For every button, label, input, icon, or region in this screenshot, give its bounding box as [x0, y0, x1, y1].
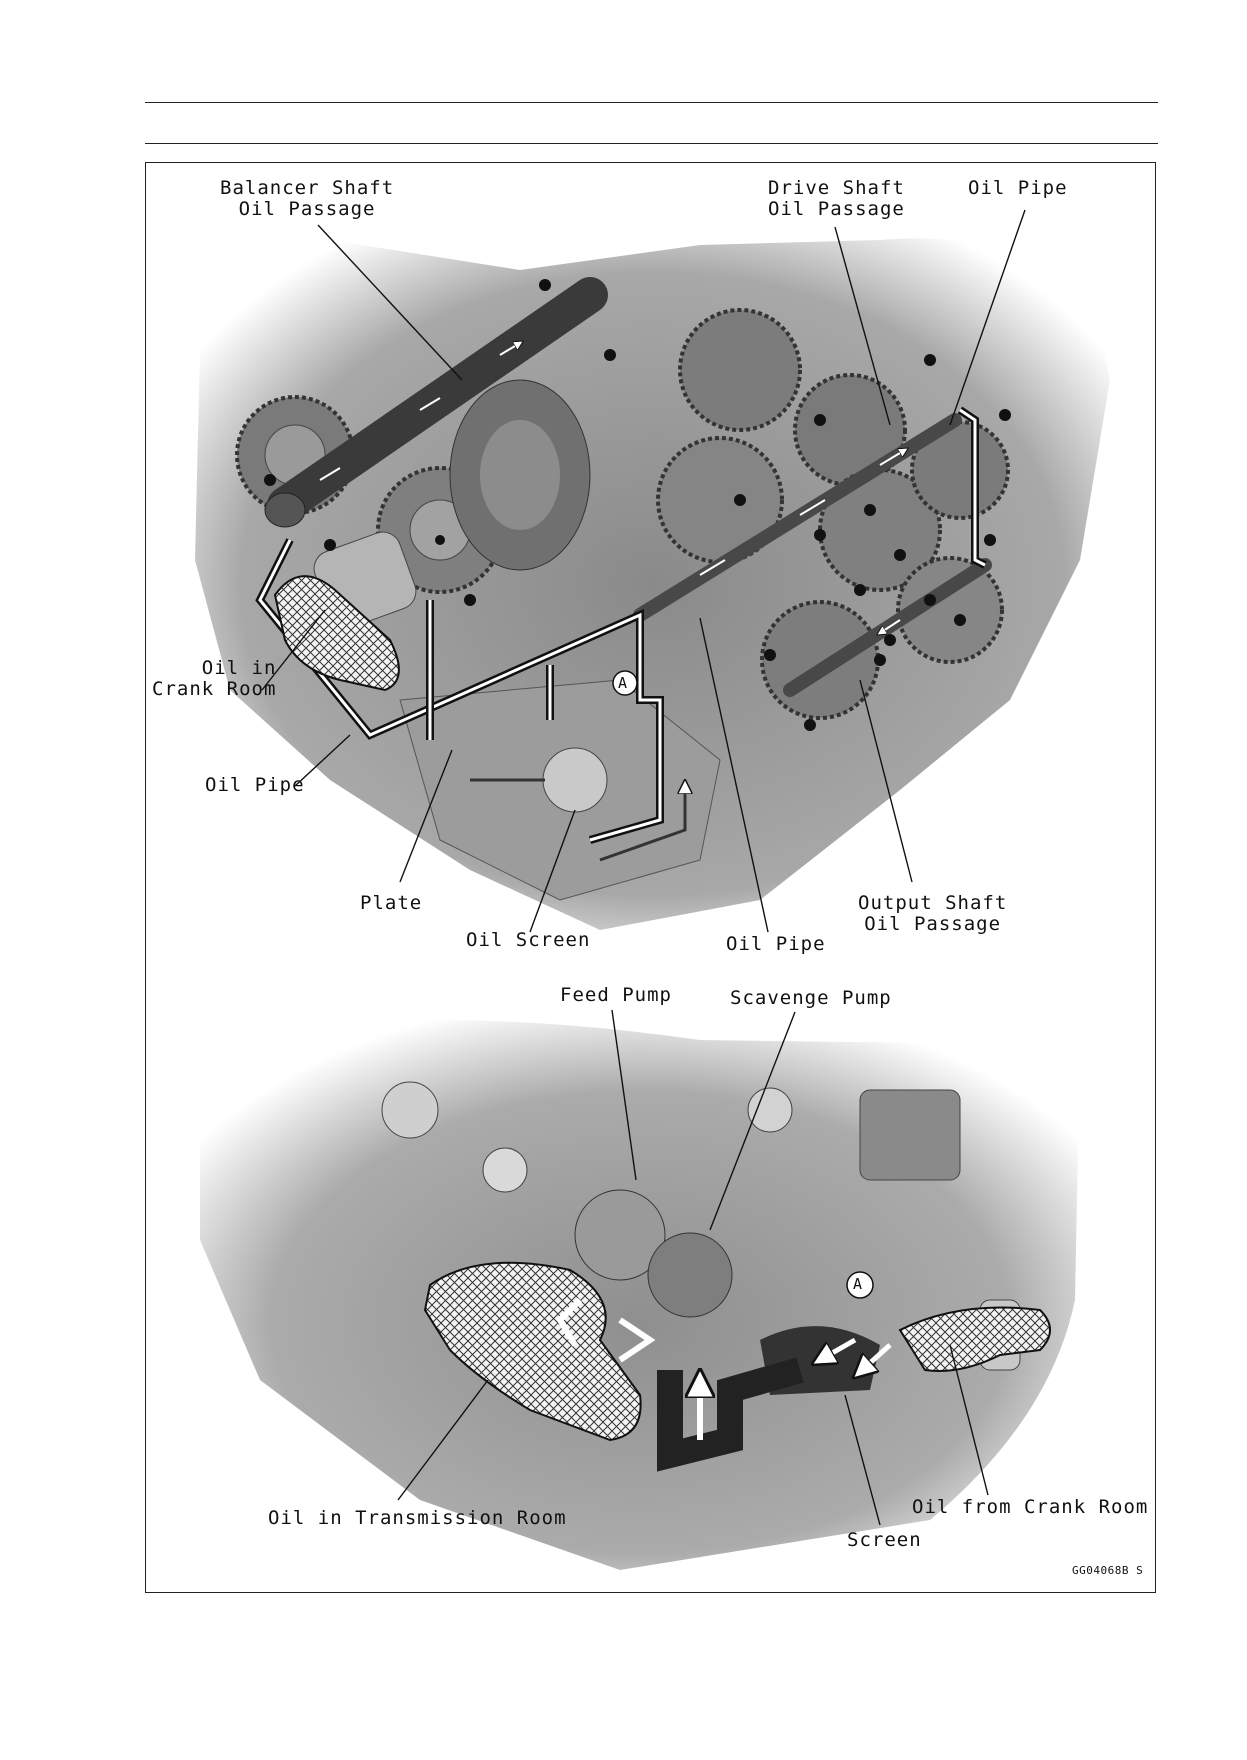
oil-droplets [264, 279, 1011, 731]
label-drive-line2: Oil Passage [768, 198, 905, 220]
figure-code: GG04068B S [1072, 1564, 1144, 1577]
header-rule-bottom [145, 143, 1158, 144]
label-plate: Plate [360, 892, 423, 914]
drive-shaft-passage [633, 413, 962, 622]
leader-lines-bottom [397, 1009, 989, 1526]
label-output-line2: Oil Passage [864, 913, 1002, 935]
label-oil-from-crank-room: Oil from Crank Room [912, 1496, 1149, 1518]
label-oil-pipe-top: Oil Pipe [968, 177, 1068, 199]
crank-room-oil [273, 575, 400, 692]
crank-room-oil-bottom [898, 1306, 1051, 1372]
output-shaft-passage [783, 558, 992, 697]
feed-pump-flow [556, 1297, 804, 1472]
marker-a-bottom: A [853, 1275, 863, 1293]
label-output-line1: Output Shaft [858, 892, 1008, 914]
label-oil-screen: Oil Screen [466, 929, 591, 951]
marker-a-top: A [618, 674, 628, 692]
balancer-shaft-passage [264, 277, 608, 528]
label-oil-pipe-bottom: Oil Pipe [726, 933, 826, 955]
leader-lines-top [261, 209, 1026, 933]
label-oil-pipe-left: Oil Pipe [205, 774, 305, 796]
label-drive-shaft-oil-passage: Drive Shaft Oil Passage [768, 178, 905, 220]
label-drive-line1: Drive Shaft [768, 177, 905, 199]
label-crank-line2: Crank Room [152, 678, 277, 700]
transmission-room-oil [423, 1261, 642, 1442]
label-oil-in-crank-room: Oil in Crank Room [152, 658, 276, 700]
scavenge-flow [820, 1337, 892, 1372]
label-balancer-line2: Oil Passage [238, 198, 376, 220]
header-rule-top [145, 102, 1158, 103]
label-balancer-line1: Balancer Shaft [220, 177, 395, 199]
marker-a-top-circle [612, 670, 638, 696]
label-scavenge-pump: Scavenge Pump [730, 987, 892, 1009]
label-balancer-shaft-oil-passage: Balancer Shaft Oil Passage [220, 178, 394, 220]
label-oil-in-transmission-room: Oil in Transmission Room [268, 1507, 567, 1529]
label-crank-line1: Oil in [201, 657, 277, 679]
label-feed-pump: Feed Pump [560, 984, 672, 1006]
marker-a-bottom-circle [846, 1271, 874, 1299]
label-output-shaft-oil-passage: Output Shaft Oil Passage [858, 893, 1007, 935]
bottom-engine-body [200, 1020, 1080, 1570]
label-screen: Screen [847, 1529, 922, 1551]
oil-pipe-network [255, 406, 987, 862]
figure-frame [145, 162, 1156, 1593]
